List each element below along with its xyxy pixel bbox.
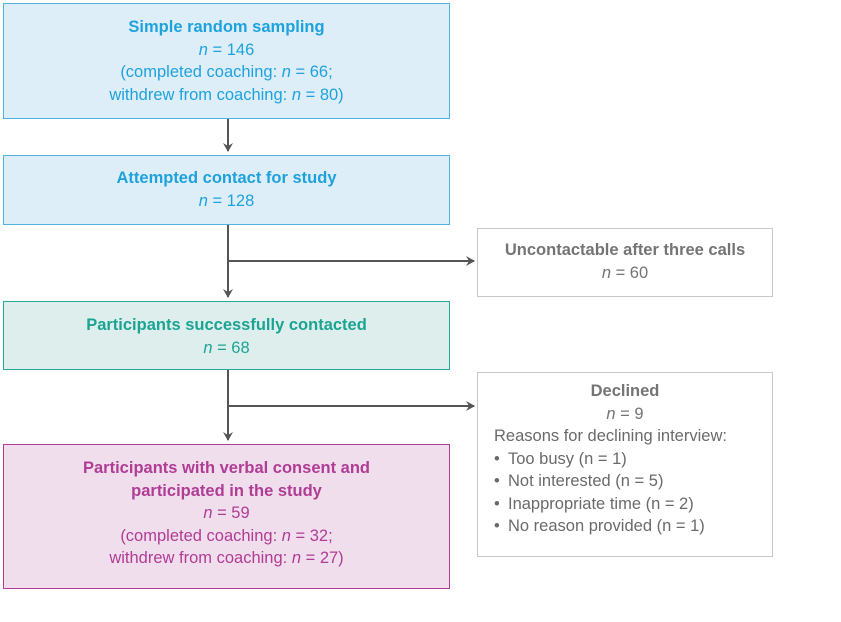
n-symbol: n (606, 404, 616, 423)
reason-text: No reason provided (n = 1) (508, 517, 705, 535)
n-value: = 9 (615, 404, 644, 423)
detail-value: = 80) (301, 85, 344, 104)
detail-text: withdrew from coaching: (109, 549, 292, 567)
n-symbol: n (198, 40, 208, 59)
node-count: n = 60 (478, 262, 772, 285)
node-declined: Declined n = 9 Reasons for declining int… (477, 372, 773, 557)
reasons-heading: Reasons for declining interview: (494, 427, 727, 445)
node-title-line2: participated in the study (131, 481, 322, 500)
n-symbol: n (203, 338, 213, 357)
n-symbol: n (281, 526, 291, 545)
detail-value: = 32; (290, 526, 333, 545)
detail-text: withdrew from coaching: (109, 85, 292, 104)
detail-value: = 66; (290, 63, 333, 81)
reason-item: • No reason provided (n = 1) (494, 515, 772, 538)
node-verbal-consent-participants: Participants with verbal consent and par… (3, 444, 450, 589)
n-value: = 60 (611, 263, 649, 282)
detail-value: = 27) (301, 549, 344, 567)
node-attempted-contact: Attempted contact for study n = 128 (3, 155, 450, 225)
reason-text: Inappropriate time (n = 2) (508, 494, 694, 513)
bullet-icon: • (494, 449, 500, 468)
node-count: n = 68 (4, 337, 449, 360)
node-detail-withdrew: withdrew from coaching: n = 27) (4, 547, 449, 570)
decline-reasons-list: Reasons for declining interview: • Too bu… (478, 425, 772, 538)
detail-text: (completed coaching: (120, 63, 282, 81)
node-title-line1: Participants with verbal consent and (83, 459, 370, 477)
reason-text: Not interested (n = 5) (508, 472, 664, 490)
node-detail-completed: (completed coaching: n = 66; (4, 61, 449, 84)
bullet-icon: • (494, 494, 500, 513)
n-value: = 146 (207, 40, 255, 59)
node-successfully-contacted: Participants successfully contacted n = … (3, 301, 450, 370)
node-title: Uncontactable after three calls (504, 241, 746, 259)
node-count: n = 128 (4, 190, 449, 213)
n-symbol: n (281, 63, 291, 81)
node-title: Simple random sampling (128, 18, 325, 36)
n-symbol: n (203, 504, 213, 522)
node-count: n = 9 (478, 403, 772, 426)
detail-text: (completed coaching: (120, 526, 282, 545)
n-symbol: n (601, 263, 611, 282)
n-symbol: n (291, 549, 302, 567)
n-value: = 128 (207, 191, 255, 210)
reason-item: • Not interested (n = 5) (494, 470, 772, 493)
node-title: Participants successfully contacted (86, 316, 367, 334)
reason-text: Too busy (n = 1) (508, 449, 627, 468)
reason-item: • Inappropriate time (n = 2) (494, 493, 772, 516)
n-symbol: n (291, 85, 302, 104)
n-value: = 68 (212, 338, 250, 357)
node-count: n = 146 (4, 39, 449, 62)
reason-item: • Too busy (n = 1) (494, 448, 772, 471)
bullet-icon: • (494, 472, 500, 490)
node-detail-completed: (completed coaching: n = 32; (4, 525, 449, 548)
node-title: Attempted contact for study (116, 169, 337, 187)
node-count: n = 59 (4, 502, 449, 525)
node-uncontactable: Uncontactable after three calls n = 60 (477, 228, 773, 297)
n-value: = 59 (212, 504, 250, 522)
node-detail-withdrew: withdrew from coaching: n = 80) (4, 84, 449, 107)
n-symbol: n (198, 191, 208, 210)
bullet-icon: • (494, 517, 500, 535)
node-simple-random-sampling: Simple random sampling n = 146 (complete… (3, 3, 450, 119)
node-title: Declined (590, 382, 660, 400)
